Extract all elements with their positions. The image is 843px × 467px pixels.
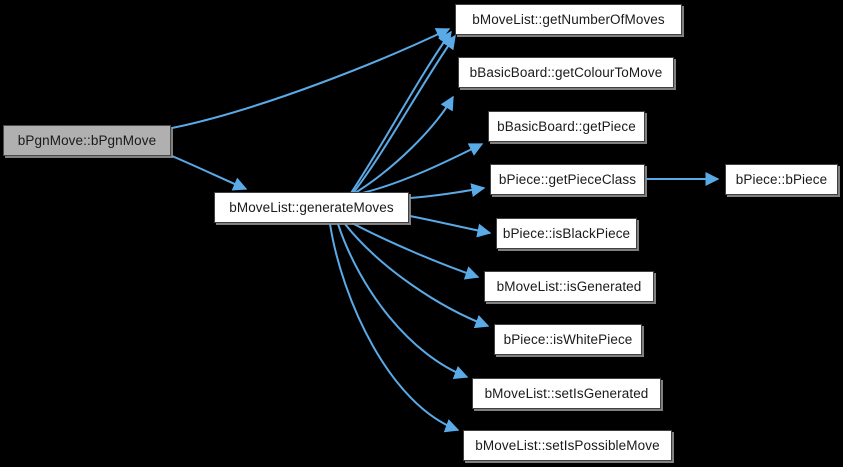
node-label: bMoveList::setIsPossibleMove [475, 437, 660, 453]
call-edge-n0-to-n1 [171, 155, 248, 191]
node-label: bPiece::getPieceClass [498, 171, 637, 187]
node-label: bPiece::isBlackPiece [502, 225, 631, 241]
call-edge-n1-to-n2 [350, 30, 452, 194]
call-edge-n1-to-n10 [329, 223, 460, 433]
call-edge-n1-to-n3 [354, 95, 454, 194]
call-edge-n1-to-n2b [352, 34, 456, 194]
call-graph-node-bPiece-isWhitePiece[interactable]: bPiece::isWhitePiece [494, 324, 642, 355]
call-edge-n1-to-n9 [337, 223, 469, 379]
node-label: bBasicBoard::getPiece [497, 118, 636, 134]
call-edge-n1-to-n7 [351, 222, 480, 280]
node-label: bMoveList::getNumberOfMoves [472, 11, 665, 27]
node-label: bPiece::isWhitePiece [503, 331, 633, 347]
call-edge-n1-to-n6 [409, 215, 492, 238]
call-graph-node-bPgnMove-bPgnMove[interactable]: bPgnMove::bPgnMove [3, 125, 171, 156]
call-edge-n1-to-n4 [357, 143, 484, 195]
call-edge-n1-to-n8 [344, 223, 490, 329]
call-graph-node-bPiece-getPieceClass[interactable]: bPiece::getPieceClass [490, 164, 645, 195]
call-graph-node-bMoveList-isGenerated[interactable]: bMoveList::isGenerated [484, 271, 654, 302]
call-graph-node-bBasicBoard-getPiece[interactable]: bBasicBoard::getPiece [488, 111, 645, 142]
call-graph-node-bMoveList-getNumberOfMoves[interactable]: bMoveList::getNumberOfMoves [455, 4, 682, 35]
node-label: bMoveList::isGenerated [496, 278, 642, 294]
call-edge-n1-to-n5 [409, 183, 486, 199]
call-graph-node-bBasicBoard-getColourToMove[interactable]: bBasicBoard::getColourToMove [458, 57, 674, 88]
call-graph-node-bPiece-bPiece[interactable]: bPiece::bPiece [725, 164, 838, 195]
call-graph-node-bMoveList-setIsGenerated[interactable]: bMoveList::setIsGenerated [472, 378, 661, 409]
node-label: bMoveList::generateMoves [229, 199, 394, 215]
node-label: bMoveList::setIsGenerated [484, 385, 649, 401]
node-label: bBasicBoard::getColourToMove [469, 64, 663, 80]
call-graph-node-bMoveList-setIsPossibleMove[interactable]: bMoveList::setIsPossibleMove [463, 430, 672, 461]
node-label: bPiece::bPiece [735, 171, 828, 187]
call-graph-node-bMoveList-generateMoves[interactable]: bMoveList::generateMoves [214, 192, 409, 223]
call-graph-node-bPiece-isBlackPiece[interactable]: bPiece::isBlackPiece [496, 218, 637, 249]
node-label: bPgnMove::bPgnMove [17, 132, 157, 148]
call-edge-n0-to-n2 [171, 28, 451, 129]
